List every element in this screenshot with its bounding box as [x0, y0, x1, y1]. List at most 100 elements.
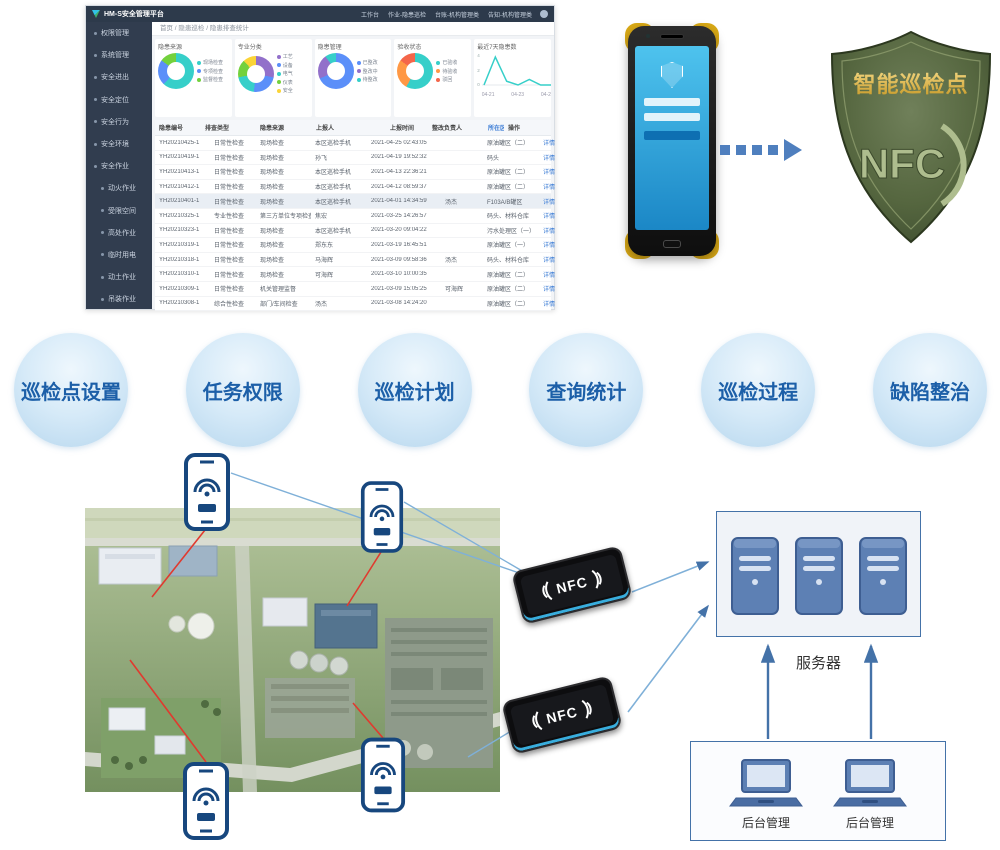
- cell-source: 现场检查: [260, 258, 285, 265]
- legend-label: 驳回: [442, 77, 453, 83]
- sidebar-item[interactable]: 动火作业: [86, 177, 152, 199]
- legend-item: 电气: [276, 70, 293, 77]
- legend-item: 设备: [276, 62, 293, 69]
- nfc-waves-icon: [581, 699, 592, 719]
- detail-link[interactable]: 详情: [543, 155, 556, 162]
- cell-check-type: 日常性检查: [214, 170, 245, 177]
- chart-legend: 已验收 待验收 驳回: [436, 59, 457, 83]
- table-row[interactable]: YH20210412-1 日常性检查 现场检查 本区巡检手机 2021-04-1…: [155, 179, 555, 195]
- table-header-cell: 隐患编号: [159, 126, 184, 132]
- navbar-menu: 工作台 作业-隐患巡检 台账-机构管理类 告知-机构管理类: [361, 10, 532, 19]
- ytick-label: 0: [477, 82, 480, 87]
- sidebar-item[interactable]: 安全作业: [86, 155, 152, 177]
- table-row[interactable]: YH20210323-1 日常性检查 现场检查 本区巡检手机 2021-03-2…: [155, 223, 555, 239]
- feature-label: 查询统计: [546, 381, 627, 404]
- detail-link[interactable]: 详情: [543, 301, 556, 308]
- legend-color-dot: [436, 69, 441, 73]
- sidebar-item[interactable]: 安全进出: [86, 66, 152, 88]
- navbar-menu-item[interactable]: 作业-隐患巡检: [388, 12, 426, 19]
- cell-check-type: 日常性检查: [214, 287, 245, 294]
- cell-source: 机关管理监督: [260, 287, 297, 294]
- device-home-button[interactable]: [663, 240, 681, 248]
- trend-line: [483, 55, 551, 86]
- admin-label: 后台管理: [845, 816, 894, 830]
- server-arrows: [627, 561, 710, 713]
- table-row[interactable]: YH20210325-1 专业性检查 第三方单位专项检查 焦宏 2021-03-…: [155, 208, 555, 224]
- cell-check-type: 日常性检查: [214, 199, 245, 206]
- cell-check-type: 日常性检查: [214, 141, 245, 148]
- chart-legend: 工艺 设备 电气 仪表: [276, 53, 293, 94]
- sidebar-item-label: 权限管理: [101, 30, 129, 38]
- detail-link[interactable]: 详情: [543, 199, 556, 206]
- sidebar-item-label: 安全环境: [101, 141, 129, 149]
- cell-report-time: 2021-03-25 14:26:57: [371, 212, 427, 219]
- table-row[interactable]: YH20210425-1 日常性检查 现场检查 本区巡检手机 2021-04-2…: [155, 136, 555, 151]
- feature-circle: 查询统计: [529, 333, 644, 447]
- sidebar-item[interactable]: 安全行为: [86, 111, 152, 133]
- table-row[interactable]: YH20210308-1 综合性检查 部门/车间检查 汤杰 2021-03-08…: [155, 296, 555, 312]
- sidebar-item[interactable]: 受限空间: [86, 200, 152, 222]
- badge-title: 智能巡检点: [853, 72, 968, 97]
- legend-label: 待整改: [362, 77, 378, 83]
- table-row[interactable]: YH20210413-1 日常性检查 现场检查 本区巡检手机 2021-04-1…: [155, 165, 555, 180]
- table-body: YH20210425-1 日常性检查 现场检查 本区巡检手机 2021-04-2…: [155, 136, 555, 312]
- detail-link[interactable]: 详情: [543, 141, 556, 148]
- cell-reporter: 孙飞: [315, 155, 328, 162]
- detail-link[interactable]: 详情: [543, 272, 556, 279]
- detail-link[interactable]: 详情: [543, 214, 556, 221]
- legend-color-dot: [356, 69, 361, 73]
- date-label: 04-23: [511, 92, 525, 98]
- cell-area: 码头、材料仓库: [487, 214, 530, 221]
- navbar-menu-item[interactable]: 台账-机构管理类: [435, 12, 479, 19]
- detail-link[interactable]: 详情: [543, 228, 556, 235]
- sidebar-item[interactable]: 高处作业: [86, 222, 152, 244]
- app-logo-icon: [92, 10, 100, 18]
- chart-title: 验收状态: [397, 45, 422, 51]
- laptop-icon: [833, 759, 907, 807]
- sidebar-item-icon: [101, 253, 104, 257]
- sidebar-item[interactable]: 安全定位: [86, 89, 152, 111]
- login-button[interactable]: [644, 131, 700, 140]
- table-row[interactable]: YH20210419-1 日常性检查 现场检查 孙飞 2021-04-19 19…: [155, 150, 555, 166]
- nfc-waves-icon: [542, 581, 553, 601]
- table-row[interactable]: YH20210401-1 日常性检查 现场检查 本区巡检手机 2021-04-0…: [155, 194, 555, 209]
- cell-source: 现场检查: [260, 170, 285, 177]
- sidebar-item-label: 高处作业: [108, 229, 136, 237]
- chart-title: 专业分类: [237, 45, 262, 51]
- cell-source: 现场检查: [260, 272, 285, 279]
- cell-check-type: 日常性检查: [214, 155, 245, 162]
- table-row[interactable]: YH20210318-1 日常性检查 现场检查 马海辉 2021-03-09 0…: [155, 252, 555, 268]
- sidebar-item[interactable]: 安全环境: [86, 133, 152, 155]
- sidebar-item[interactable]: 临时用电: [86, 244, 152, 266]
- cell-hazard-id: YH20210419-1: [159, 154, 200, 161]
- donut-panel: 隐患管理 已整改 整改中: [314, 39, 392, 117]
- navbar-menu-item[interactable]: 告知-机构管理类: [488, 12, 532, 19]
- sidebar-item-label: 安全定位: [101, 96, 129, 104]
- legend-item: 安全: [276, 87, 293, 94]
- legend-label: 已验收: [442, 60, 458, 66]
- sidebar-item[interactable]: 动土作业: [86, 266, 152, 288]
- navbar-menu-item[interactable]: 工作台: [360, 12, 379, 19]
- feature-label: 任务权限: [202, 381, 283, 404]
- login-password-field[interactable]: [644, 113, 700, 121]
- table-header: 隐患编号排查类型隐患来源上报人上报时间整改负责人所在区域操作: [155, 120, 551, 136]
- cell-source: 现场检查: [260, 199, 285, 206]
- sidebar-item[interactable]: 吊装作业: [86, 288, 152, 310]
- detail-link[interactable]: 详情: [543, 287, 556, 294]
- table-row[interactable]: YH20210319-1 日常性检查 现场检查 郑东东 2021-03-19 1…: [155, 238, 555, 253]
- table-header-cell: 整改负责人: [432, 126, 463, 132]
- detail-link[interactable]: 详情: [543, 170, 556, 177]
- user-avatar-icon[interactable]: [540, 10, 548, 18]
- detail-link[interactable]: 详情: [543, 258, 556, 265]
- nfc-phone-icon: [183, 452, 231, 537]
- nfc-phone-icon: [182, 760, 230, 847]
- detail-link[interactable]: 详情: [543, 185, 556, 192]
- table-row[interactable]: YH20210309-1 日常性检查 机关管理监督 2021-03-09 15:…: [155, 281, 555, 297]
- sidebar-item[interactable]: 系统管理: [86, 44, 152, 66]
- table-row[interactable]: YH20210310-1 日常性检查 现场检查 可海辉 2021-03-10 1…: [155, 267, 555, 282]
- detail-link[interactable]: 详情: [543, 243, 556, 250]
- legend-item: 待整改: [356, 76, 378, 83]
- login-username-field[interactable]: [644, 98, 700, 106]
- sidebar-item[interactable]: 权限管理: [86, 22, 152, 44]
